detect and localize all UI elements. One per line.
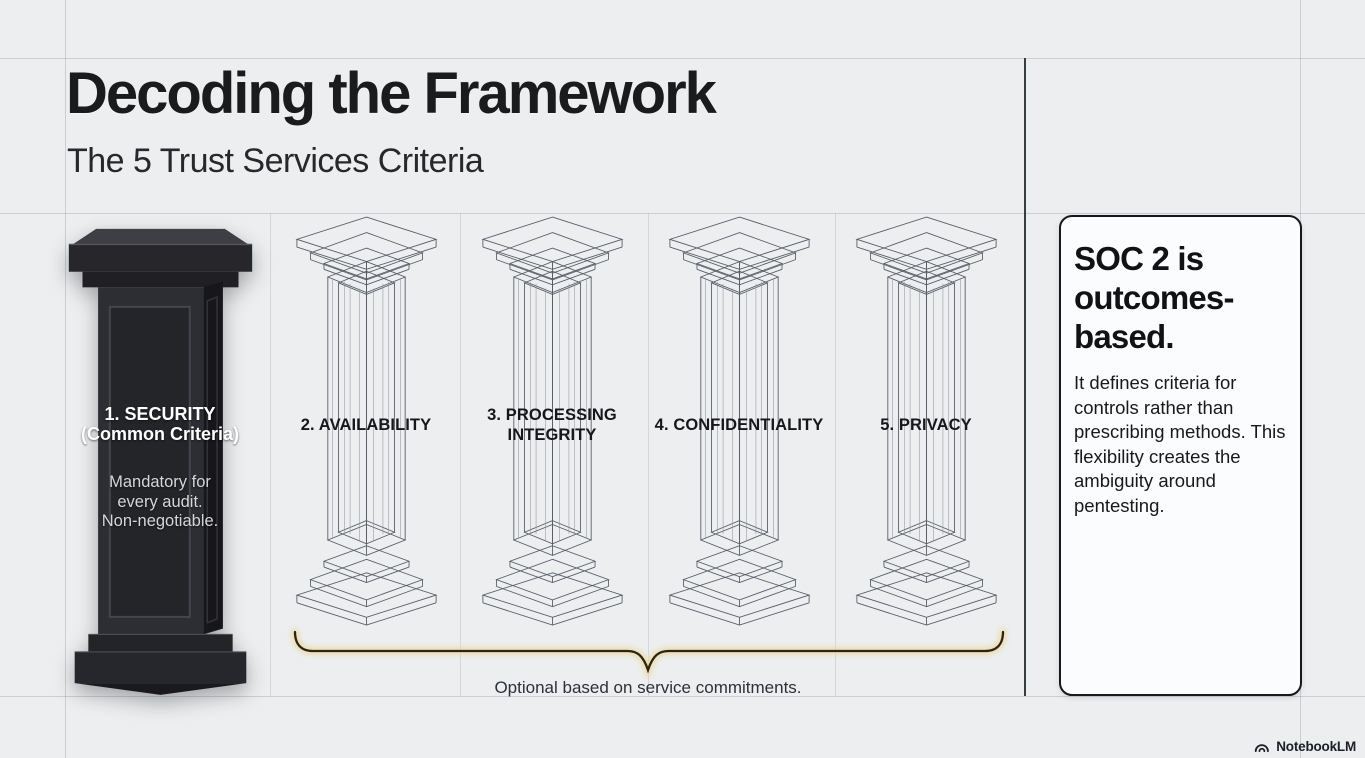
content-divider-line — [1024, 58, 1026, 696]
pillar-label-privacy: 5. PRIVACY — [880, 416, 972, 434]
notebooklm-brand: NotebookLM — [1254, 739, 1356, 754]
pillar-divider-line — [460, 213, 461, 696]
grid-line-vertical — [65, 0, 66, 758]
pillar-note-line: every audit. — [117, 492, 203, 511]
brace-caption: Optional based on service commitments. — [494, 678, 802, 697]
soc2-note-card: SOC 2 is outcomes-based. It defines crit… — [1059, 215, 1302, 696]
security-pillar-text: 1. SECURITY (Common Criteria) Mandatory … — [77, 404, 243, 532]
grid-line-horizontal — [0, 58, 1365, 59]
pillar-label-availability: 2. AVAILABILITY — [300, 416, 432, 434]
pillar-security: 1. SECURITY (Common Criteria) Mandatory … — [63, 215, 258, 697]
pillar-label: 1. SECURITY — [104, 404, 216, 424]
notebooklm-logo-icon — [1255, 743, 1270, 752]
pillar-sublabel: (Common Criteria) — [80, 424, 239, 444]
pillar-divider-line — [648, 213, 649, 696]
pillar-note-line: Mandatory for — [109, 473, 211, 491]
pillar-label-confidentiality: 4. CONFIDENTIALITY — [654, 416, 824, 434]
optional-criteria-brace — [285, 623, 1015, 682]
grid-line-horizontal — [0, 696, 1365, 697]
card-title: SOC 2 is outcomes-based. — [1074, 240, 1234, 355]
solid-pillar-graphic — [68, 228, 253, 695]
pillar-divider-line — [835, 213, 836, 696]
pillar-label-processing-integrity: 3. PROCESSING INTEGRITY — [487, 406, 617, 444]
page-subtitle: The 5 Trust Services Criteria — [67, 142, 484, 180]
pillar-divider-line — [270, 213, 271, 696]
grid-line-horizontal — [0, 213, 1365, 214]
page-title: Decoding the Framework — [66, 61, 717, 126]
card-body: It defines criteria for controls rather … — [1074, 372, 1286, 516]
pillar-note-line: Non-negotiable. — [101, 512, 219, 530]
brand-name: NotebookLM — [1276, 739, 1356, 754]
